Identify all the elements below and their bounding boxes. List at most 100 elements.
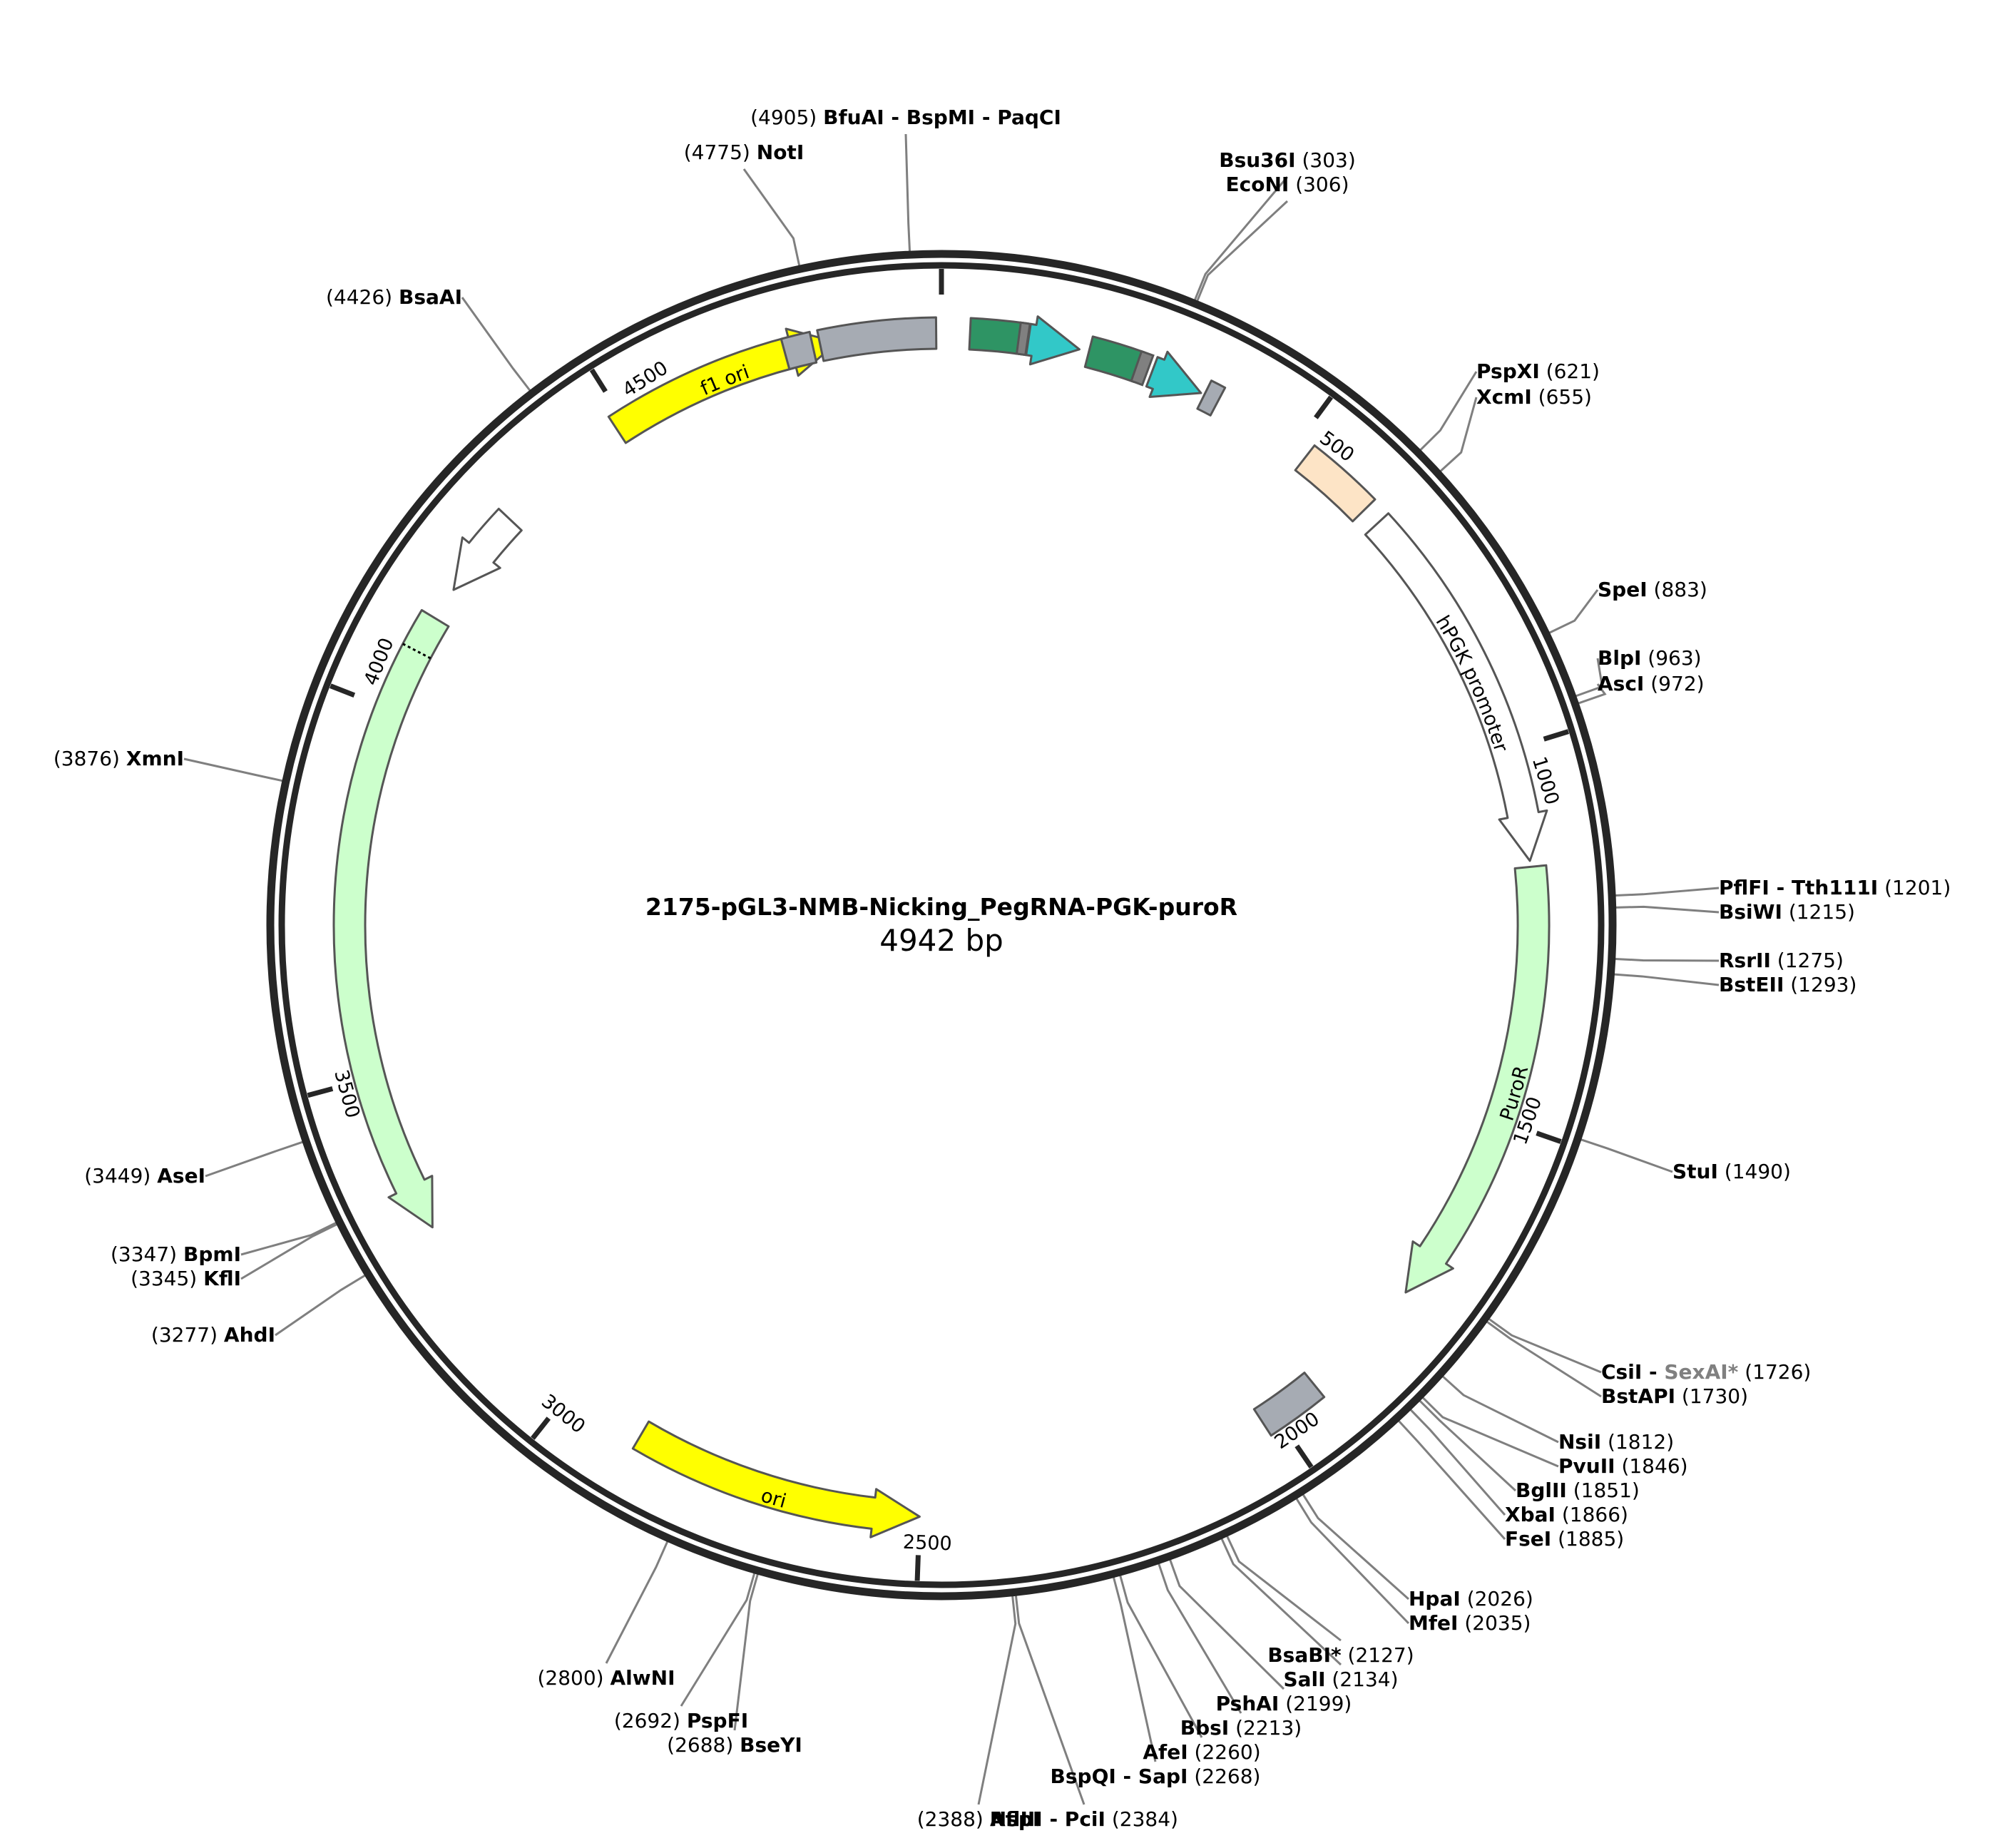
site-leader-line <box>1488 1318 1602 1374</box>
site-leader-line <box>1226 1536 1342 1642</box>
site-label: Bsu36I (303) <box>1219 148 1356 172</box>
site-label: BglII (1851) <box>1516 1479 1640 1502</box>
site-label: BspQI - SapI (2268) <box>1051 1765 1261 1788</box>
site-leader-line <box>1169 1559 1285 1690</box>
site-label: (4905) BfuAI - BspMI - PaqCI <box>750 106 1061 129</box>
feature-arrow <box>1252 1372 1326 1437</box>
site-label: (3345) KflI <box>131 1267 241 1290</box>
feature-arrow <box>1294 444 1377 523</box>
site-leader-line <box>1113 1577 1157 1762</box>
site-leader-line <box>1419 371 1478 451</box>
site-leader-line <box>1442 1375 1559 1444</box>
site-leader-line <box>1580 1138 1673 1173</box>
site-label: SpeI (883) <box>1598 578 1707 601</box>
site-leader-line <box>1398 1420 1506 1540</box>
site-leader-line <box>1196 200 1289 302</box>
site-label: StuI (1490) <box>1672 1160 1791 1183</box>
site-label: BbsI (2213) <box>1180 1716 1302 1740</box>
site-leader-line <box>1614 973 1720 986</box>
site-leader-line <box>1295 1498 1410 1625</box>
site-label: PspXI (621) <box>1476 359 1600 383</box>
site-label: (2388) NspI <box>917 1807 1041 1831</box>
site-labels: (4905) BfuAI - BspMI - PaqCI (4775) NotI B… <box>53 106 1951 1831</box>
site-label: (3277) AhdI <box>151 1323 275 1347</box>
site-leader-line <box>605 1541 669 1664</box>
feature-arrow <box>816 316 938 362</box>
site-leader-line <box>1486 1321 1602 1398</box>
site-label: MfeI (2035) <box>1409 1611 1531 1635</box>
feature-arrow <box>1025 315 1081 366</box>
site-label: PshAI (2199) <box>1216 1692 1352 1715</box>
site-leader-line <box>1439 397 1478 472</box>
site-leader-line <box>1615 905 1720 914</box>
site-label: (4775) NotI <box>684 141 805 164</box>
feature-hpgk-promoter <box>1364 512 1548 862</box>
site-label: AscI (972) <box>1598 672 1705 695</box>
scale-tick <box>1294 1444 1314 1469</box>
site-label: AflIII - PciI (2384) <box>990 1807 1178 1831</box>
site-label: PflFI - Tth111I (1201) <box>1719 876 1951 899</box>
site-label: BstAPI (1730) <box>1601 1384 1748 1408</box>
site-leader-line <box>1158 1563 1242 1714</box>
site-leader-line <box>1194 176 1289 300</box>
site-leader-line <box>1615 887 1720 897</box>
site-label: BstEII (1293) <box>1719 973 1856 996</box>
site-leader-line <box>733 1573 759 1731</box>
site-label: (2800) AlwNI <box>537 1666 675 1690</box>
site-label: XbaI (1866) <box>1505 1503 1628 1526</box>
site-leader-line <box>1615 957 1720 962</box>
site-label: CsiI - SexAI* (1726) <box>1601 1360 1811 1384</box>
site-leader-line <box>1014 1596 1086 1805</box>
scale-tick <box>330 683 356 698</box>
site-label: (3876) XmnI <box>53 747 184 770</box>
site-leader-line <box>1419 1399 1517 1492</box>
site-leader-line <box>904 133 911 252</box>
scale-tick <box>307 1086 334 1098</box>
feature-arrow <box>1145 350 1202 398</box>
site-label: BlpI (963) <box>1598 646 1702 670</box>
feature-f1-ori <box>607 327 839 444</box>
site-label: (3347) BpmI <box>111 1242 241 1266</box>
site-leader-line <box>461 297 531 392</box>
site-leader-line <box>1119 1575 1203 1738</box>
scale-tick <box>1536 1130 1562 1144</box>
site-leader-line <box>1575 658 1604 698</box>
site-leader-line <box>1422 1397 1559 1468</box>
site-label: AfeI (2260) <box>1143 1740 1260 1764</box>
scale-tick <box>1543 729 1570 742</box>
site-leader-line <box>183 757 283 782</box>
site-label: BsaBI* (2127) <box>1267 1643 1414 1667</box>
site-label: (3449) AseI <box>84 1164 205 1188</box>
backbone-inner-ring <box>278 262 1605 1588</box>
site-label: HpaI (2026) <box>1409 1587 1533 1610</box>
site-label: BsiWI (1215) <box>1719 900 1855 924</box>
feature-arrow <box>1196 379 1227 417</box>
scale-tick <box>589 368 608 393</box>
feature-linker <box>1130 349 1155 387</box>
backbone <box>266 250 1617 1601</box>
scale-tick-label: 3000 <box>537 1390 589 1438</box>
site-label: (2692) PspFI <box>614 1709 748 1732</box>
plasmid-name: 2175-pGL3-NMB-Nicking_PegRNA-PGK-puroR <box>645 893 1237 921</box>
site-leader-line <box>1409 1409 1506 1516</box>
site-leader-line <box>1302 1494 1409 1601</box>
feature-linker <box>1015 321 1031 357</box>
site-leader-line <box>275 1274 366 1337</box>
site-leader-line <box>742 168 801 266</box>
plasmid-size: 4942 bp <box>879 923 1003 958</box>
feature-arrow <box>780 330 818 371</box>
site-label: RsrII (1275) <box>1719 949 1844 972</box>
scale-tick <box>914 1555 921 1581</box>
site-leader-line <box>1220 1538 1342 1666</box>
site-leader-line <box>1578 683 1607 705</box>
backbone-outer-ring <box>266 250 1617 1601</box>
feature-puror <box>1404 864 1551 1294</box>
scale-tick <box>531 1416 551 1440</box>
site-label: (2688) BseYI <box>667 1733 802 1757</box>
site-label: PvuII (1846) <box>1558 1454 1688 1478</box>
site-label: XcmI (655) <box>1476 385 1592 409</box>
feature-ori <box>631 1420 921 1538</box>
feature-arrow <box>452 507 523 591</box>
